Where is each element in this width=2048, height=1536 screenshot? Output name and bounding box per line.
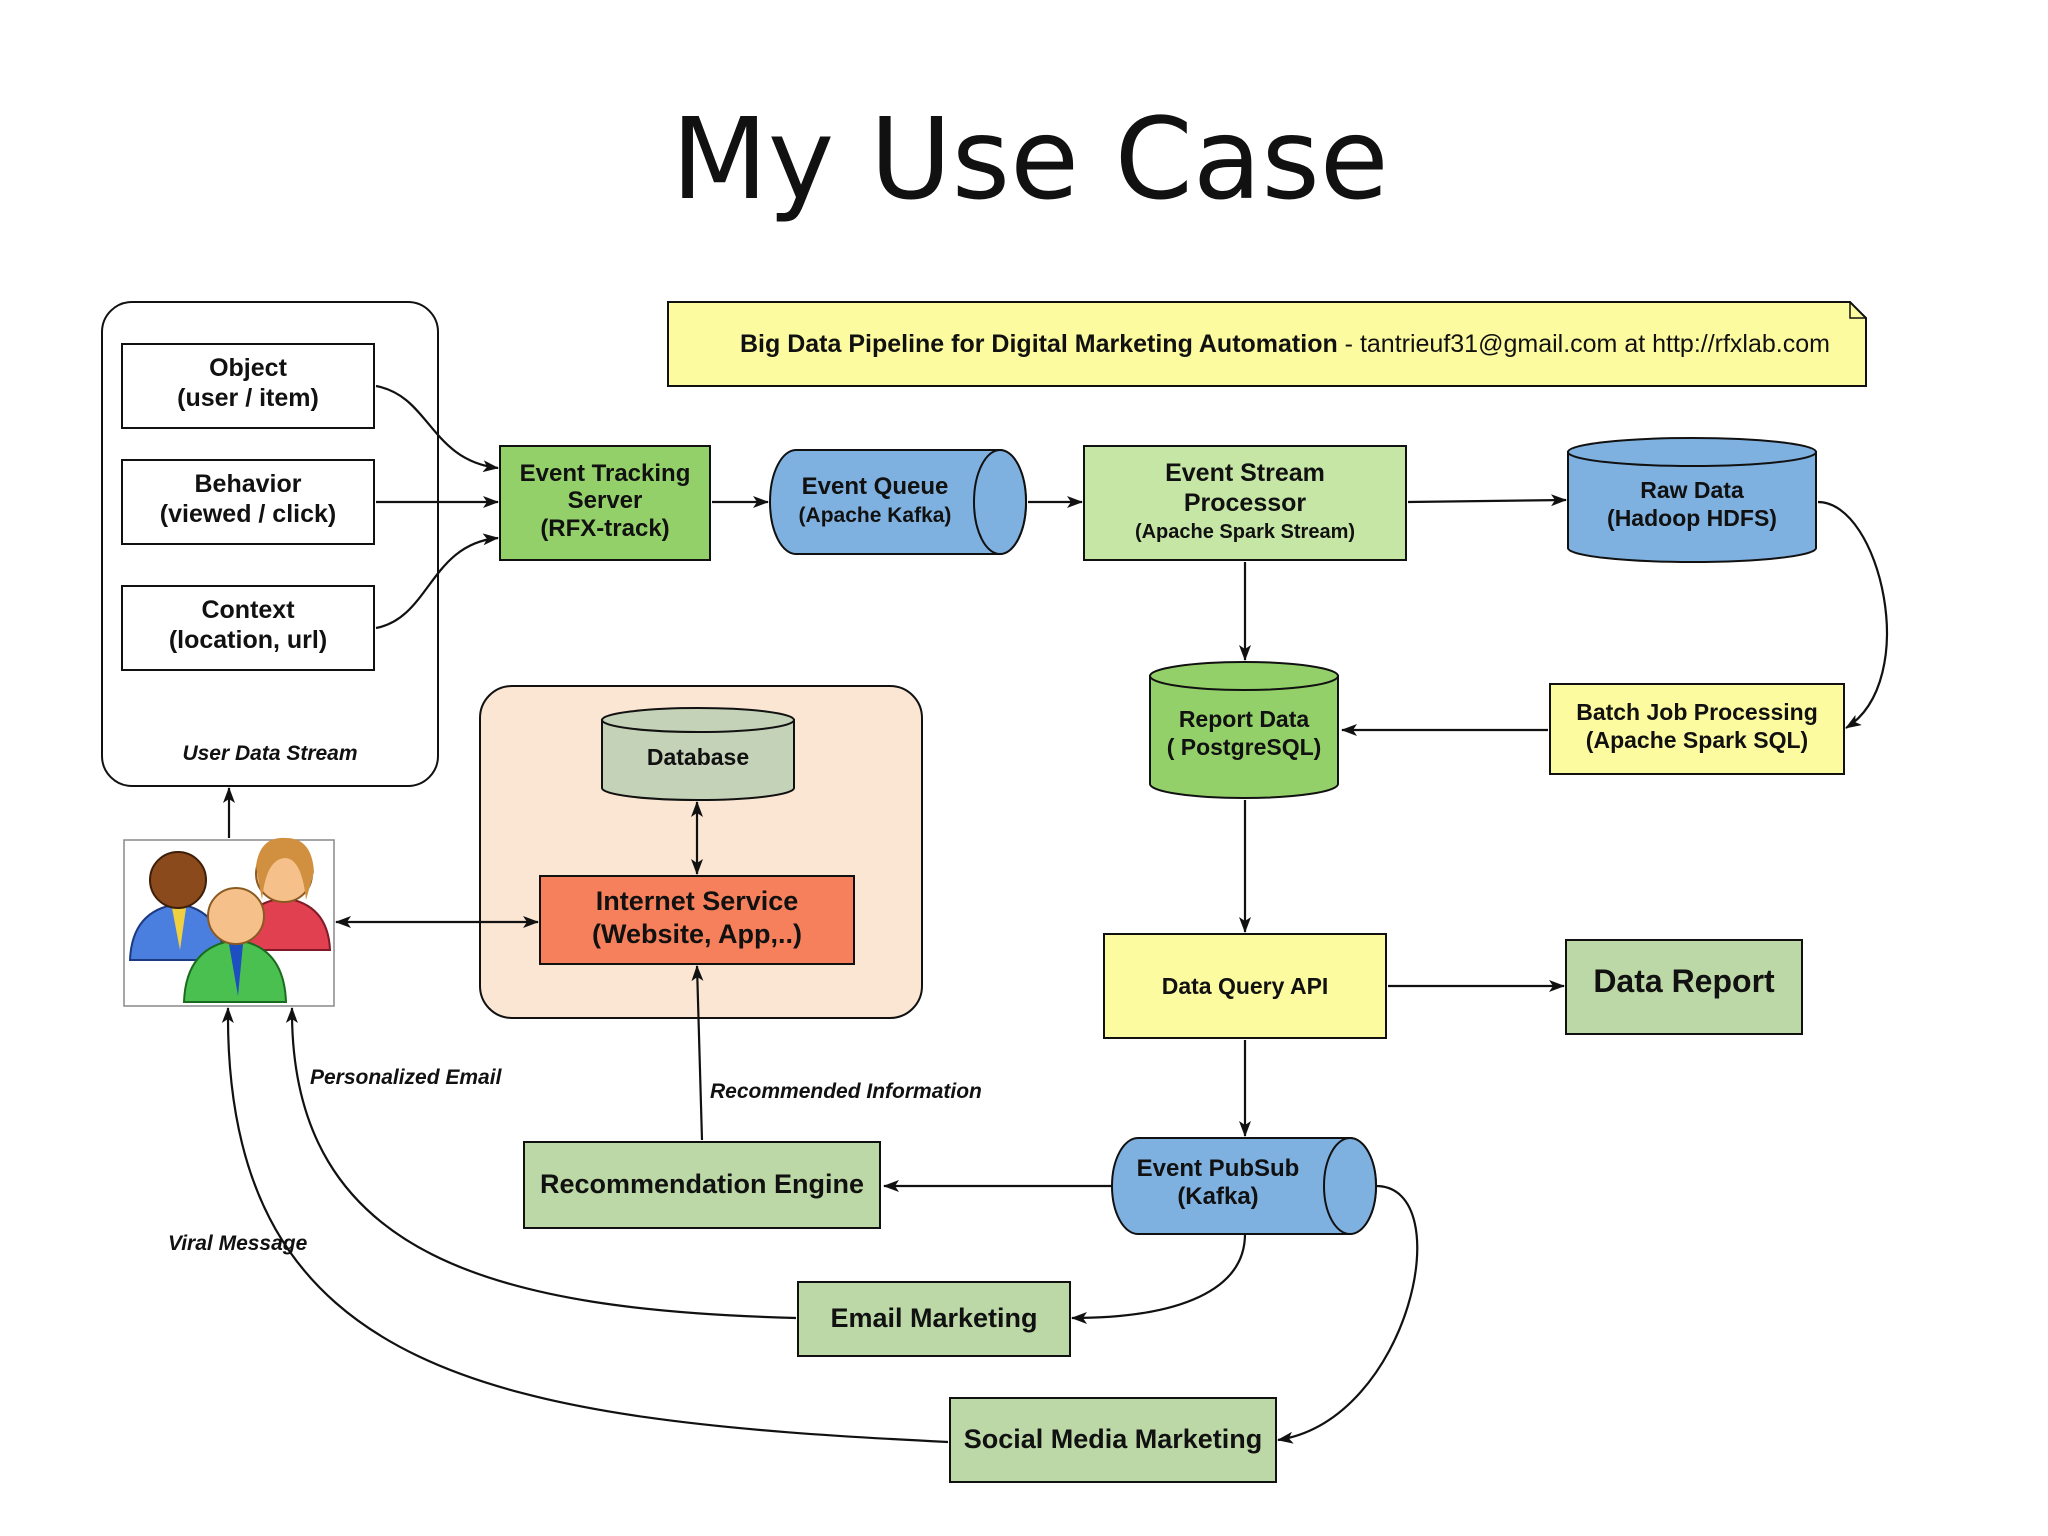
event-tracking-server: Event Tracking Server (RFX-track): [499, 445, 711, 561]
banner: Big Data Pipeline for Digital Marketing …: [667, 301, 1867, 387]
internet-service-sublabel: (Website, App,..): [592, 919, 802, 949]
svg-text:Processor: Processor: [1184, 489, 1307, 517]
report-data-store: Report Data ( PostgreSQL): [1149, 661, 1339, 799]
object-label: Object: [209, 354, 287, 382]
edge-label-viral-message: Viral Message: [168, 1232, 308, 1255]
svg-text:(Apache Spark Stream): (Apache Spark Stream): [1135, 521, 1355, 543]
svg-text:Server: Server: [568, 487, 643, 514]
svg-text:Event Tracking: Event Tracking: [520, 460, 691, 487]
context-sublabel: (location, url): [169, 626, 327, 654]
database: [601, 719, 795, 801]
user-data-stream: Object (user / item) Behavior (viewed / …: [101, 301, 439, 787]
database-label: Database: [647, 744, 749, 770]
svg-text:Email Marketing: Email Marketing: [830, 1303, 1037, 1333]
svg-text:Batch Job Processing: Batch Job Processing: [1576, 699, 1818, 725]
context-label: Context: [201, 596, 295, 624]
batch-job-processing: Batch Job Processing (Apache Spark SQL): [1549, 683, 1845, 775]
svg-text:Data Report: Data Report: [1593, 963, 1775, 999]
connectors: [221, 384, 1888, 1444]
users-group-icon: [123, 837, 335, 1007]
svg-text:Event Stream: Event Stream: [1165, 459, 1325, 487]
event-queue: Event Queue (Apache Kafka): [769, 449, 1027, 555]
email-marketing: Email Marketing: [797, 1281, 1071, 1357]
edge-label-personalized-email: Personalized Email: [310, 1066, 503, 1089]
svg-text:Social Media Marketing: Social Media Marketing: [964, 1424, 1263, 1454]
svg-text:Event PubSub: Event PubSub: [1137, 1155, 1300, 1182]
svg-text:Report Data: Report Data: [1179, 706, 1310, 732]
internet-service-container: Database Internet Service (Website, App,…: [479, 685, 923, 1019]
svg-text:Big Data Pipeline for Digital: Big Data Pipeline for Digital Marketing …: [740, 330, 1830, 358]
svg-text:(Kafka): (Kafka): [1177, 1183, 1258, 1210]
social-media-marketing: Social Media Marketing: [949, 1397, 1277, 1483]
event-pubsub: Event PubSub (Kafka): [1111, 1137, 1377, 1235]
svg-text:(RFX-track): (RFX-track): [540, 515, 669, 542]
svg-text:Recommendation Engine: Recommendation Engine: [540, 1169, 864, 1199]
internet-service: [539, 875, 855, 965]
object-sublabel: (user / item): [177, 384, 319, 412]
internet-service-label: Internet Service: [596, 886, 799, 916]
svg-text:(Apache Kafka): (Apache Kafka): [799, 504, 952, 527]
data-report: Data Report: [1565, 939, 1803, 1035]
recommendation-engine: Recommendation Engine: [523, 1141, 881, 1229]
svg-text:( PostgreSQL): ( PostgreSQL): [1167, 734, 1322, 760]
banner-contact: - tantrieuf31@gmail.com at http://rfxlab…: [1338, 330, 1830, 358]
banner-title: Big Data Pipeline for Digital Marketing …: [740, 330, 1338, 358]
raw-data-store: Raw Data (Hadoop HDFS): [1567, 437, 1817, 563]
behavior-label: Behavior: [195, 470, 302, 498]
svg-text:Event Queue: Event Queue: [802, 473, 949, 500]
svg-text:(Hadoop HDFS): (Hadoop HDFS): [1607, 505, 1777, 531]
page-title: My Use Case: [671, 95, 1388, 225]
svg-text:Data Query API: Data Query API: [1162, 973, 1329, 999]
user-data-stream-caption: User Data Stream: [182, 742, 357, 765]
svg-text:(Apache Spark SQL): (Apache Spark SQL): [1586, 727, 1808, 753]
behavior-sublabel: (viewed / click): [160, 500, 336, 528]
svg-text:Raw Data: Raw Data: [1640, 477, 1744, 503]
event-stream-processor: Event Stream Processor (Apache Spark Str…: [1083, 445, 1407, 561]
edge-label-recommended-information: Recommended Information: [710, 1080, 982, 1103]
data-query-api: Data Query API: [1103, 933, 1387, 1039]
